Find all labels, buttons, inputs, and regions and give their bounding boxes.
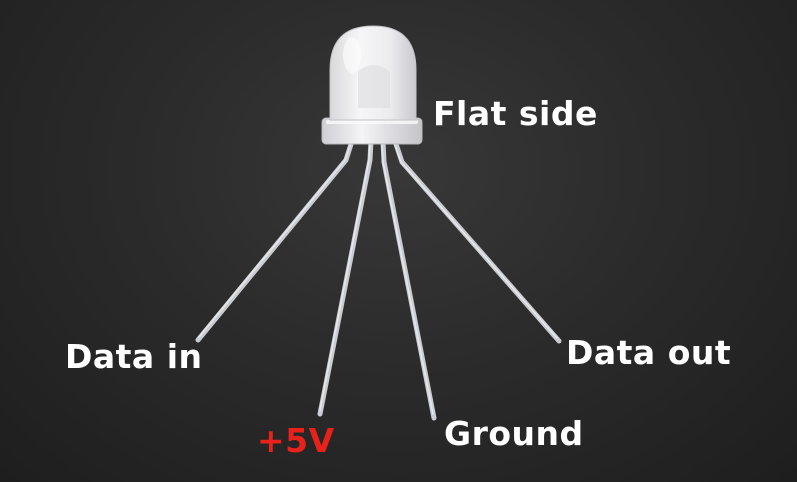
flat-side-label: Flat side xyxy=(433,94,598,133)
data-in-label: Data in xyxy=(65,337,203,376)
power-label: +5V xyxy=(257,421,335,460)
data-out-label: Data out xyxy=(566,333,732,372)
wire-5v xyxy=(317,138,374,417)
wire-ground xyxy=(380,138,437,421)
wire-data-out xyxy=(392,138,562,344)
ground-label: Ground xyxy=(444,414,584,453)
